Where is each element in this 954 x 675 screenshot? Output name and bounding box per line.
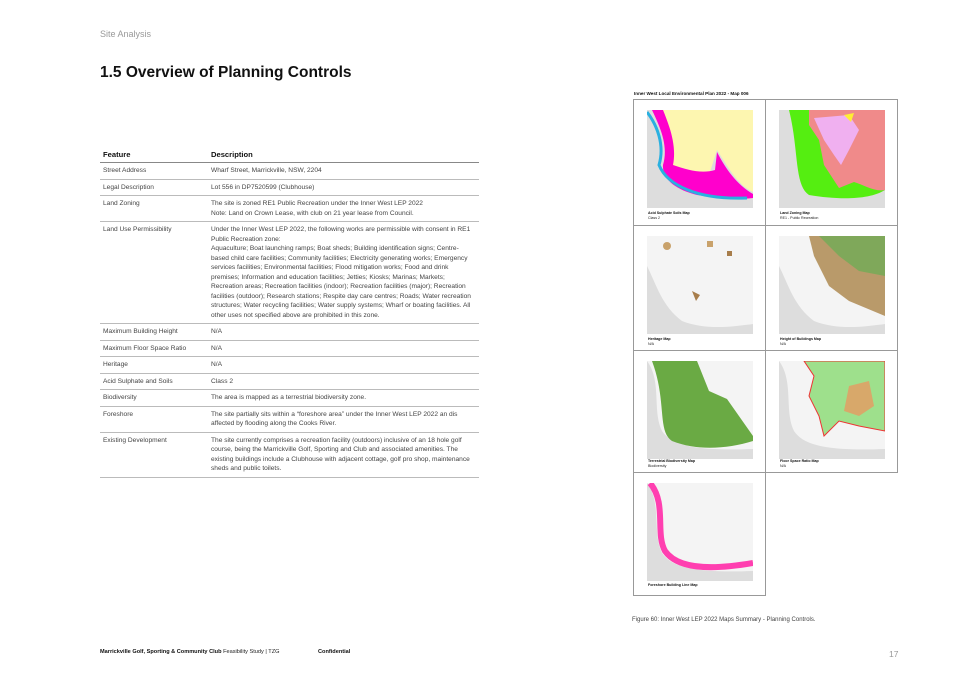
height-of-buildings-map-image <box>779 236 885 334</box>
floor-space-ratio-map-image <box>779 361 885 459</box>
feature-cell: Maximum Floor Space Ratio <box>100 340 208 357</box>
description-cell: Under the Inner West LEP 2022, the follo… <box>208 221 479 324</box>
feature-cell: Land Use Permissibility <box>100 221 208 324</box>
map-foreshore-building-line: Foreshore Building Line Map <box>633 472 766 596</box>
figure-caption: Figure 60: Inner West LEP 2022 Maps Summ… <box>632 617 816 623</box>
acid-sulphate-map-image <box>647 110 753 208</box>
map-title: Foreshore Building Line Map <box>648 583 698 587</box>
description-cell: N/A <box>208 356 479 374</box>
land-zoning-map-image <box>779 110 885 208</box>
description-cell: The site partially sits within a “foresh… <box>208 406 479 433</box>
description-cell: Wharf Street, Marrickville, NSW, 2204 <box>208 162 479 180</box>
maps-title: Inner West Local Environmental Plan 2022… <box>634 91 749 96</box>
map-subtitle: N/A <box>780 464 786 468</box>
feature-cell: Acid Sulphate and Soils <box>100 373 208 390</box>
map-title: Floor Space Ratio Map <box>780 459 819 463</box>
description-cell: The site currently comprises a recreatio… <box>208 432 479 478</box>
map-subtitle: N/A <box>648 342 654 346</box>
feature-cell: Street Address <box>100 162 208 180</box>
feature-cell: Land Zoning <box>100 195 208 222</box>
column-header-feature: Feature <box>100 148 208 163</box>
map-subtitle: RE1 - Public Recreation <box>780 216 819 220</box>
description-cell: N/A <box>208 323 479 341</box>
description-cell: The site is zoned RE1 Public Recreation … <box>208 195 479 222</box>
biodiversity-map-image <box>647 361 753 459</box>
map-subtitle: N/A <box>780 342 786 346</box>
map-subtitle: Biodiversity <box>648 464 667 468</box>
feature-cell: Legal Description <box>100 179 208 196</box>
description-cell: Lot 556 in DP7520599 (Clubhouse) <box>208 179 479 196</box>
map-title: Acid Sulphate Soils Map <box>648 211 690 215</box>
section-label: Site Analysis <box>100 29 152 39</box>
feature-cell: Biodiversity <box>100 389 208 407</box>
page-number: 17 <box>889 649 899 659</box>
description-cell: N/A <box>208 340 479 357</box>
map-subtitle: Class 2 <box>648 216 660 220</box>
column-header-description: Description <box>208 148 479 163</box>
footer-doc-info: Marrickville Golf, Sporting & Community … <box>100 649 279 655</box>
description-cell: The area is mapped as a terrestrial biod… <box>208 389 479 407</box>
heritage-map-image <box>647 236 753 334</box>
page-title: 1.5 Overview of Planning Controls <box>100 64 352 81</box>
feature-cell: Foreshore <box>100 406 208 433</box>
description-cell: Class 2 <box>208 373 479 390</box>
map-title: Terrestrial Biodiversity Map <box>648 459 696 463</box>
footer-club: Marrickville Golf, Sporting & Community … <box>100 649 222 655</box>
feature-cell: Heritage <box>100 356 208 374</box>
map-title: Heritage Map <box>648 337 671 341</box>
feature-cell: Existing Development <box>100 432 208 478</box>
map-title: Land Zoning Map <box>780 211 810 215</box>
confidential-label: Confidential <box>318 649 351 655</box>
footer-doc: Feasibility Study | TZG <box>223 649 280 655</box>
map-title: Height of Buildings Map <box>780 337 822 341</box>
feature-cell: Maximum Building Height <box>100 323 208 341</box>
foreshore-map-image <box>647 483 753 581</box>
